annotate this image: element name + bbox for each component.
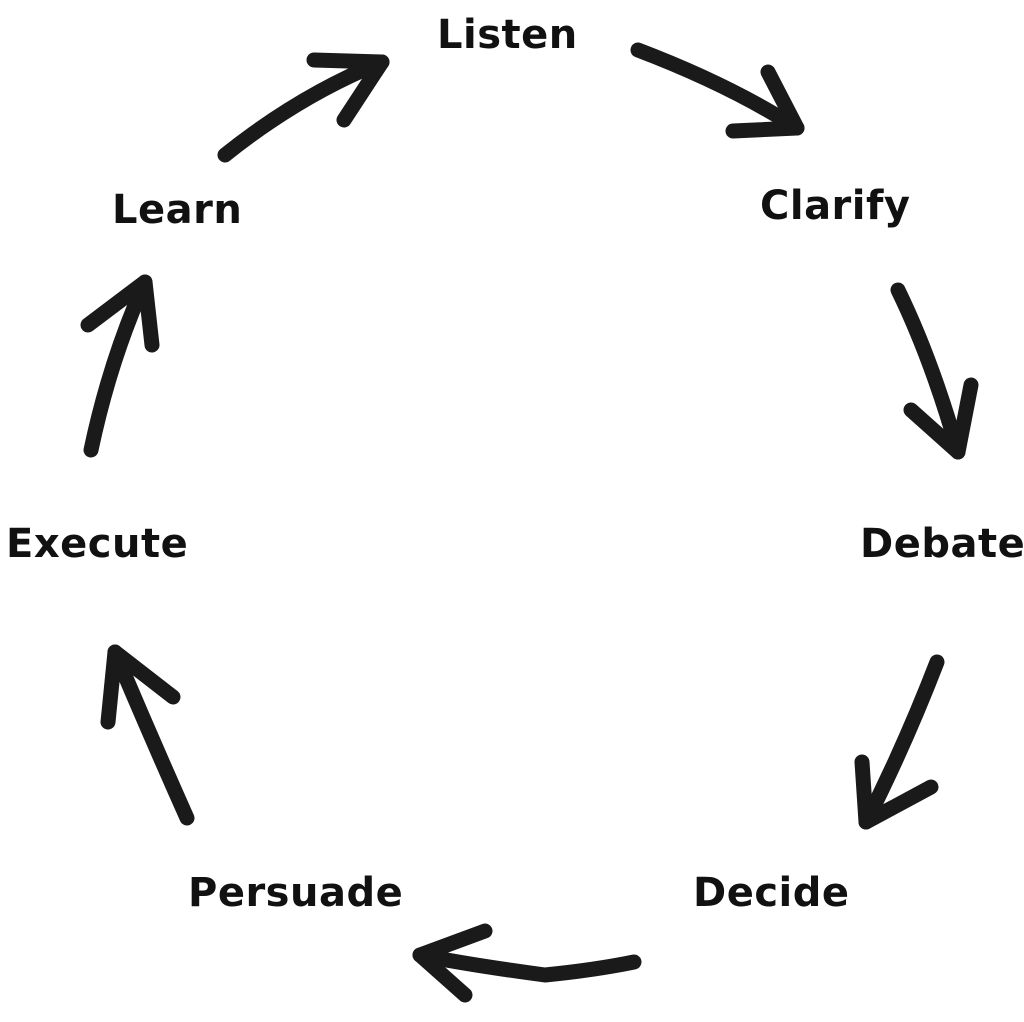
arrow-execute-to-learn <box>80 274 160 458</box>
arrow-debate-to-decide <box>854 654 945 830</box>
arrow-listen-to-clarify <box>630 42 805 139</box>
step-listen-label: Listen <box>437 12 578 58</box>
step-decide-label: Decide <box>693 870 850 916</box>
arrow-learn-to-listen <box>217 52 390 163</box>
arrow-clarify-to-debate <box>890 282 979 460</box>
step-debate-label: Debate <box>860 521 1024 567</box>
step-execute-label: Execute <box>6 521 189 567</box>
step-persuade-label: Persuade <box>188 870 404 916</box>
arrow-decide-to-persuade <box>412 923 642 1003</box>
arrow-persuade-to-execute <box>100 644 195 826</box>
step-learn-label: Learn <box>112 187 243 233</box>
step-clarify-label: Clarify <box>760 183 911 229</box>
